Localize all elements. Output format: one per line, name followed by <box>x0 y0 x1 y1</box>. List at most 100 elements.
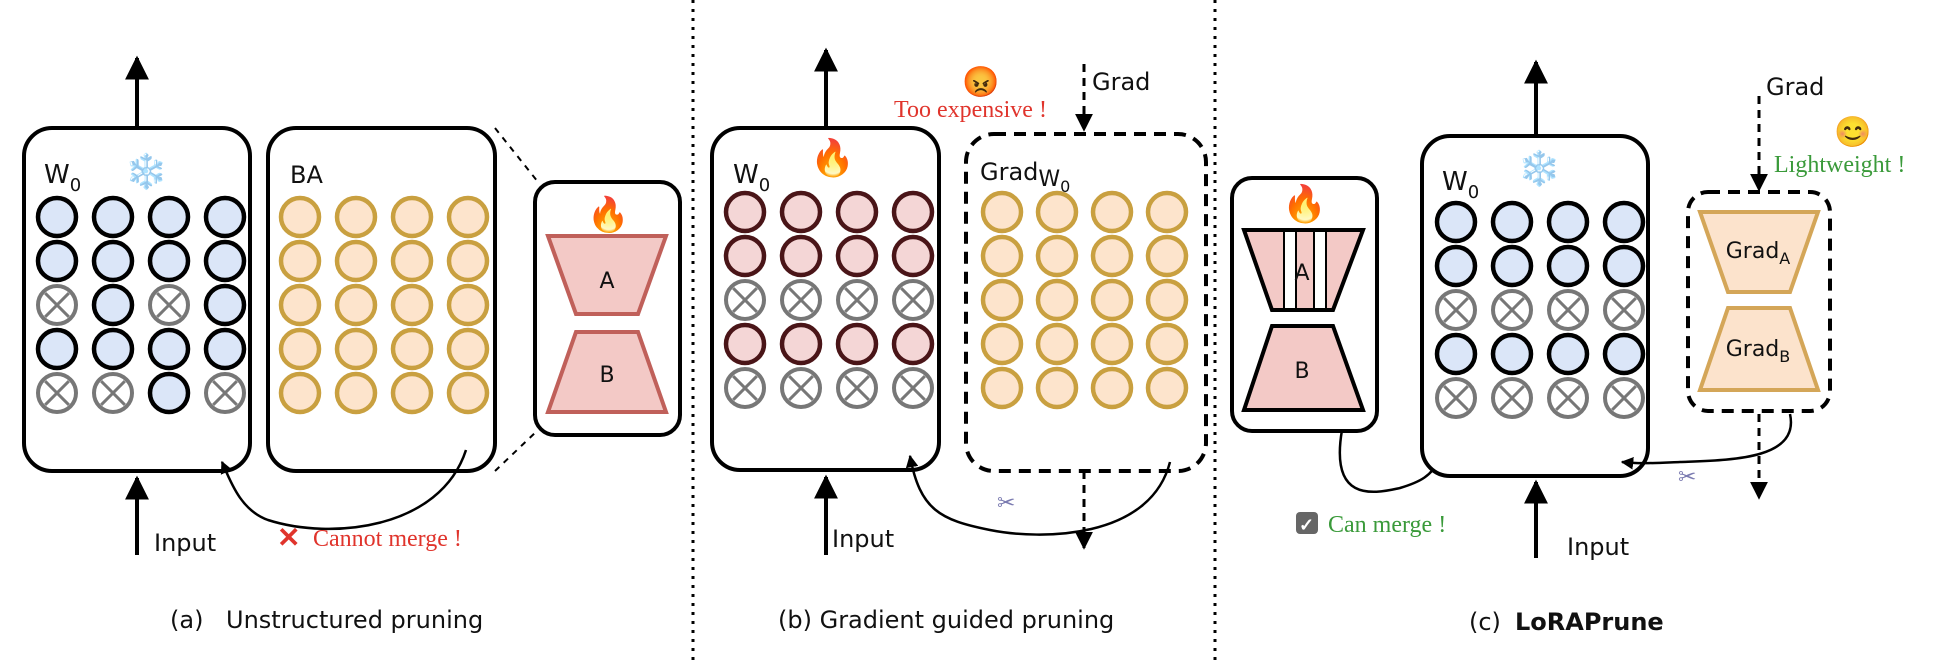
weight-node <box>203 283 247 327</box>
pruned-mark <box>1499 297 1525 323</box>
weight-node <box>334 283 378 327</box>
weight-node <box>390 371 434 415</box>
weight-node <box>203 327 247 371</box>
pruned-mark <box>212 380 238 406</box>
pruned-mark <box>1555 385 1581 411</box>
svg-text:✓: ✓ <box>1299 515 1314 535</box>
pruned-mark <box>44 292 70 318</box>
pruned-mark <box>788 375 814 401</box>
w0-matrix-box <box>22 126 252 473</box>
too-expensive-note: Too expensive ! <box>894 97 1047 123</box>
weight-node <box>1035 278 1079 322</box>
adapter-a-label: A <box>599 269 614 294</box>
weight-node <box>91 283 135 327</box>
pruned-mark <box>844 287 870 313</box>
weight-node <box>334 371 378 415</box>
weight-node <box>723 234 767 278</box>
w0-label: W0 <box>44 160 81 196</box>
weight-node <box>1035 366 1079 410</box>
weight-node <box>1490 244 1534 288</box>
weight-node <box>723 190 767 234</box>
pruned-stripe-2 <box>1314 232 1326 308</box>
ba-matrix-box <box>266 126 497 473</box>
pruned-mark <box>732 375 758 401</box>
snowflake-icon: ❄️ <box>1518 149 1560 188</box>
weight-node <box>723 322 767 366</box>
grad-label: Grad <box>1766 73 1824 101</box>
weight-node <box>334 239 378 283</box>
scissors-icon: ✂ <box>1678 464 1696 489</box>
w0-matrix-box <box>1420 134 1650 478</box>
snowflake-icon: ❄️ <box>125 152 167 191</box>
w0-weight-grid <box>723 190 935 409</box>
weight-node <box>91 327 135 371</box>
weight-node <box>1145 322 1189 366</box>
grad-w0-label: GradW0 <box>980 158 1070 196</box>
weight-node <box>1145 234 1189 278</box>
weight-node <box>1546 200 1590 244</box>
weight-node <box>446 327 490 371</box>
caption-a: Unstructured pruning <box>226 606 483 634</box>
scissors-icon: ✂ <box>997 490 1015 515</box>
grad-b-shape <box>1697 306 1821 392</box>
weight-node <box>390 283 434 327</box>
weight-node <box>980 190 1024 234</box>
weight-node <box>334 327 378 371</box>
adapter-a-shape <box>1241 228 1366 312</box>
weight-node <box>35 239 79 283</box>
weight-node <box>278 283 322 327</box>
smile-face-icon: 😊 <box>1834 115 1871 149</box>
angry-face-icon: 😡 <box>962 65 999 99</box>
merge-arrow <box>220 449 468 531</box>
weight-node <box>278 195 322 239</box>
weight-node <box>203 195 247 239</box>
w0-label: W0 <box>733 160 770 196</box>
checkbox-icon <box>1296 512 1318 534</box>
weight-node <box>835 234 879 278</box>
caption-c-prefix: (c) <box>1469 608 1501 636</box>
weight-node <box>35 327 79 371</box>
weight-node <box>1035 322 1079 366</box>
adapter-b-shape <box>545 330 669 414</box>
weight-node <box>980 234 1024 278</box>
weight-node <box>1434 200 1478 244</box>
prune-arrow <box>1620 413 1793 470</box>
panel-a: W0 ❄️ BA 🔥 A B Input ✕ Cannot merge ! (a… <box>22 55 682 634</box>
weight-node <box>1145 366 1189 410</box>
can-merge-note: Can merge ! <box>1328 512 1446 538</box>
weight-node <box>147 195 191 239</box>
weight-node <box>1090 366 1134 410</box>
weight-node <box>779 190 823 234</box>
pruned-mark <box>1555 297 1581 323</box>
adapter-b-shape <box>1241 324 1366 412</box>
weight-node <box>1546 244 1590 288</box>
weight-node <box>446 283 490 327</box>
adapter-b-label: B <box>1294 359 1309 384</box>
weight-node <box>1035 190 1079 234</box>
lightweight-note: Lightweight ! <box>1774 152 1905 178</box>
pruned-mark <box>1611 385 1637 411</box>
pruned-mark <box>900 375 926 401</box>
weight-node <box>147 327 191 371</box>
fire-icon: 🔥 <box>1282 183 1327 224</box>
weight-node <box>1490 332 1534 376</box>
weight-node <box>1090 190 1134 234</box>
pruned-mark <box>900 287 926 313</box>
weight-node <box>1546 332 1590 376</box>
input-label: Input <box>832 525 894 553</box>
pruned-mark <box>1443 385 1469 411</box>
w0-weight-grid <box>1434 200 1646 419</box>
pruned-stripe-1 <box>1284 232 1296 308</box>
adapter-a-shape <box>545 234 669 316</box>
caption-b: (b) Gradient guided pruning <box>778 606 1114 634</box>
weight-node <box>891 190 935 234</box>
grad-a-shape <box>1697 210 1821 294</box>
weight-node <box>1434 244 1478 288</box>
weight-node <box>891 234 935 278</box>
weight-node <box>147 239 191 283</box>
weight-node <box>779 234 823 278</box>
weight-node <box>334 195 378 239</box>
zoom-line-bottom <box>494 429 539 472</box>
